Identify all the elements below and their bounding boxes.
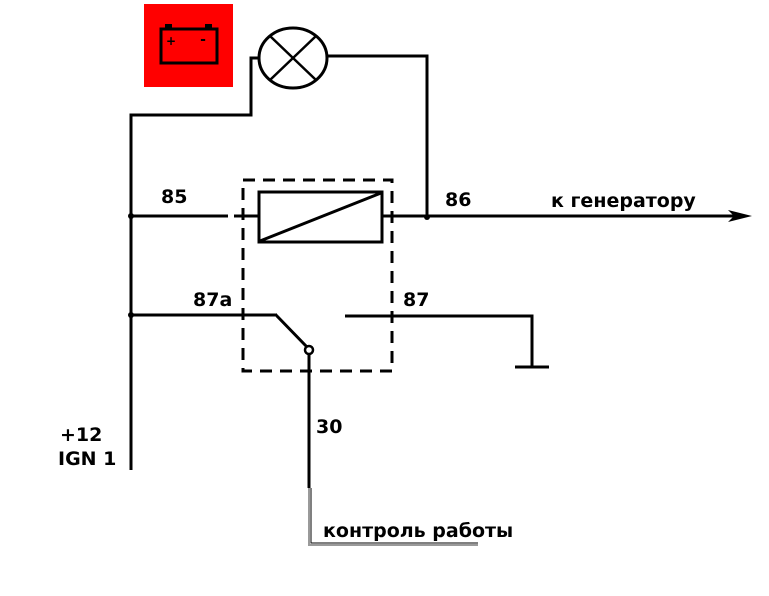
control-label: контроль работы [323, 520, 513, 542]
pin-label-87: 87 [403, 289, 429, 311]
switch-pivot [303, 344, 315, 356]
arrow-right-icon [728, 210, 752, 222]
generator-label: к генератору [551, 190, 696, 212]
power-label-12v: +12 [60, 424, 102, 446]
wires [129, 54, 735, 488]
battery-plus-sign: + [166, 34, 176, 48]
switch-contact-icon [273, 312, 309, 349]
pin-label-86: 86 [445, 189, 471, 211]
battery-body [159, 27, 219, 65]
relay-coil-icon [257, 190, 384, 244]
pin-label-85: 85 [161, 186, 187, 208]
junction-86 [424, 214, 430, 220]
control-wire [308, 488, 478, 546]
battery-terminal-right [205, 24, 212, 29]
pin-label-30: 30 [316, 416, 342, 438]
relay-housing [241, 178, 394, 373]
wire-lamp-to-86 [327, 54, 429, 216]
junction-87a [128, 312, 134, 318]
power-label-ign: IGN 1 [58, 448, 116, 470]
junction-85 [128, 213, 134, 219]
wire-87-ground [345, 314, 534, 368]
wire-power-to-lamp [129, 56, 259, 470]
battery-icon: + - [144, 4, 233, 87]
lamp-icon [257, 26, 329, 90]
battery-minus-sign: - [200, 32, 206, 48]
battery-terminal-left [165, 24, 172, 29]
pin-label-87a: 87a [193, 289, 232, 311]
battery-background [144, 4, 233, 87]
